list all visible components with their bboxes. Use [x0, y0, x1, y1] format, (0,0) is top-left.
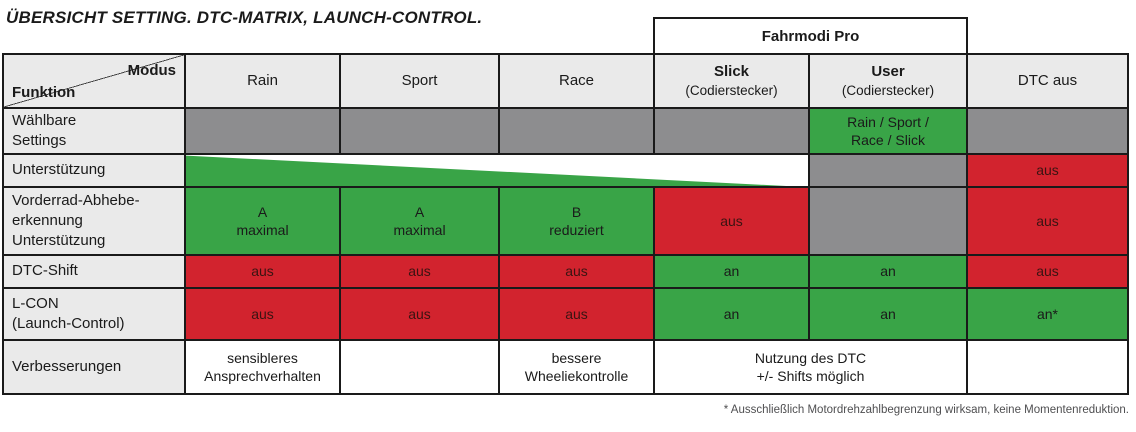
cell-vorderrad-sport: A maximal	[341, 188, 498, 254]
cell-verbesserungen-dtc-aus	[968, 341, 1127, 393]
cell-waehlbare-dtc-aus	[968, 109, 1127, 153]
cell-dtcshift-rain: aus	[186, 256, 339, 287]
cell-dtcshift-sport: aus	[341, 256, 498, 287]
cell-waehlbare-slick	[655, 109, 808, 153]
cell-dtcshift-slick: an	[655, 256, 808, 287]
fahrmodi-pro-label: Fahrmodi Pro	[761, 27, 860, 45]
cell-lcon-slick: an	[655, 289, 808, 339]
cell-dtcshift-dtc-aus: aus	[968, 256, 1127, 287]
footnote: * Ausschließlich Motordrehzahlbegrenzung…	[723, 404, 1129, 416]
cell-lcon-dtc-aus: an*	[968, 289, 1127, 339]
column-header-dtc-aus: DTC aus	[968, 55, 1127, 107]
cell-unterstuetzung-dtc-aus: aus	[968, 155, 1127, 186]
cell-verbesserungen-sport	[341, 341, 498, 393]
cell-lcon-sport: aus	[341, 289, 498, 339]
cell-vorderrad-user	[810, 188, 966, 254]
cell-vorderrad-rain: A maximal	[186, 188, 339, 254]
column-header-slick: Slick(Codierstecker)	[655, 55, 808, 107]
cell-lcon-race: aus	[500, 289, 653, 339]
row-label-dtc-shift: DTC-Shift	[4, 256, 184, 287]
fahrmodi-pro-header: Fahrmodi Pro	[653, 17, 968, 55]
corner-funktion-label: Funktion	[12, 83, 76, 101]
cell-vorderrad-dtc-aus: aus	[968, 188, 1127, 254]
row-label-verbesserungen: Verbesserungen	[4, 341, 184, 393]
decreasing-support-wedge	[186, 155, 787, 186]
row-label-unterstuetzung: Unterstützung	[4, 155, 184, 186]
column-header-rain: Rain	[186, 55, 339, 107]
cell-waehlbare-sport	[341, 109, 498, 153]
page-title: ÜBERSICHT SETTING. DTC-MATRIX, LAUNCH-CO…	[6, 8, 483, 27]
corner-modus-label: Modus	[127, 62, 176, 79]
row-label-vorderrad-abhebeerkennung: Vorderrad-Abhebe- erkennung Unterstützun…	[4, 188, 184, 254]
row-label-waehlbare-settings: Wählbare Settings	[4, 109, 184, 153]
cell-vorderrad-race: B reduziert	[500, 188, 653, 254]
cell-verbesserungen-slick-user: Nutzung des DTC +/- Shifts möglich	[655, 341, 966, 393]
cell-vorderrad-slick: aus	[655, 188, 808, 254]
cell-verbesserungen-rain: sensibleres Ansprechverhalten	[186, 341, 339, 393]
column-header-user: User(Codierstecker)	[810, 55, 966, 107]
corner-header-cell: Modus Funktion	[4, 55, 184, 107]
column-header-race: Race	[500, 55, 653, 107]
cell-unterstuetzung-user	[810, 155, 966, 186]
cell-dtcshift-user: an	[810, 256, 966, 287]
column-header-sport: Sport	[341, 55, 498, 107]
cell-lcon-rain: aus	[186, 289, 339, 339]
cell-waehlbare-user: Rain / Sport / Race / Slick	[810, 109, 966, 153]
row-label-lcon: L-CON (Launch-Control)	[4, 289, 184, 339]
cell-waehlbare-race	[500, 109, 653, 153]
cell-waehlbare-rain	[186, 109, 339, 153]
cell-verbesserungen-race: bessere Wheeliekontrolle	[500, 341, 653, 393]
cell-unterstuetzung-wedge	[186, 155, 808, 186]
cell-dtcshift-race: aus	[500, 256, 653, 287]
dtc-matrix-table: Modus Funktion Rain Sport Race Slick(Cod…	[2, 53, 1129, 395]
cell-lcon-user: an	[810, 289, 966, 339]
